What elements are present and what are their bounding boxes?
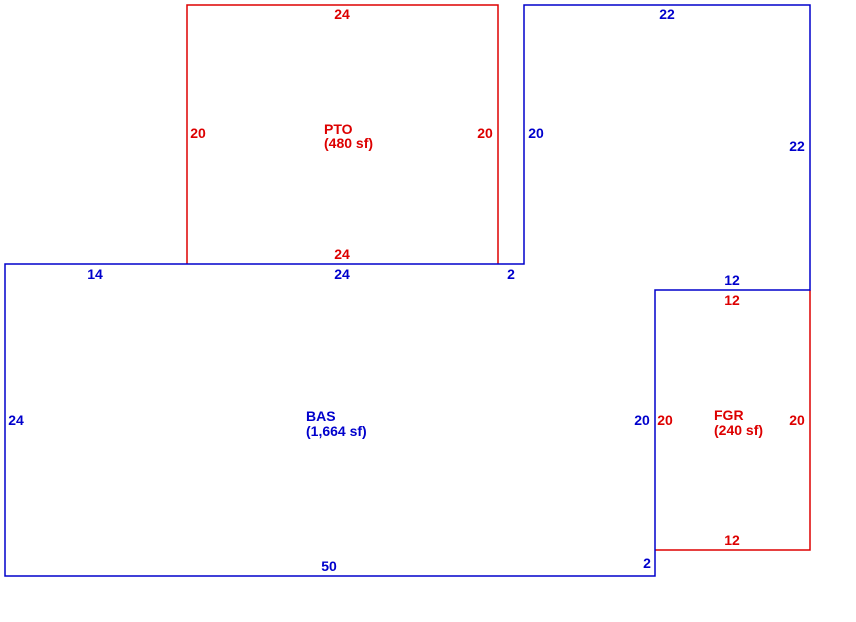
dim-pto-left: 20: [190, 125, 206, 141]
dim-bas-bottom-step: 2: [643, 555, 651, 571]
bas-outline: [4, 4, 811, 577]
dim-bas-upper-top: 22: [659, 6, 675, 22]
bas-label: BAS: [306, 408, 336, 424]
dim-bas-top-step: 2: [507, 266, 515, 282]
fgr-outline: [655, 290, 811, 551]
pto-label: PTO: [324, 121, 353, 137]
fgr-area: (240 sf): [714, 422, 763, 438]
dim-bas-upper-left: 20: [528, 125, 544, 141]
dim-fgr-left: 20: [657, 412, 673, 428]
dim-bas-bottom: 50: [321, 558, 337, 574]
bas-area: (1,664 sf): [306, 423, 367, 439]
dim-fgr-top: 12: [724, 292, 740, 308]
dim-fgr-bottom: 12: [724, 532, 740, 548]
fgr-label: FGR: [714, 407, 744, 423]
pto-area: (480 sf): [324, 135, 373, 151]
dim-fgr-right: 20: [789, 412, 805, 428]
dim-pto-top: 24: [334, 6, 350, 22]
dim-bas-left: 24: [8, 412, 24, 428]
dim-bas-top-left: 14: [87, 266, 103, 282]
dim-pto-bottom: 24: [334, 246, 350, 262]
dim-pto-right: 20: [477, 125, 493, 141]
dim-bas-notch-top: 12: [724, 272, 740, 288]
pto-outline: [186, 4, 499, 264]
dim-bas-inner-right: 20: [634, 412, 650, 428]
dim-bas-upper-right: 22: [789, 138, 805, 154]
dim-bas-top-mid: 24: [334, 266, 350, 282]
